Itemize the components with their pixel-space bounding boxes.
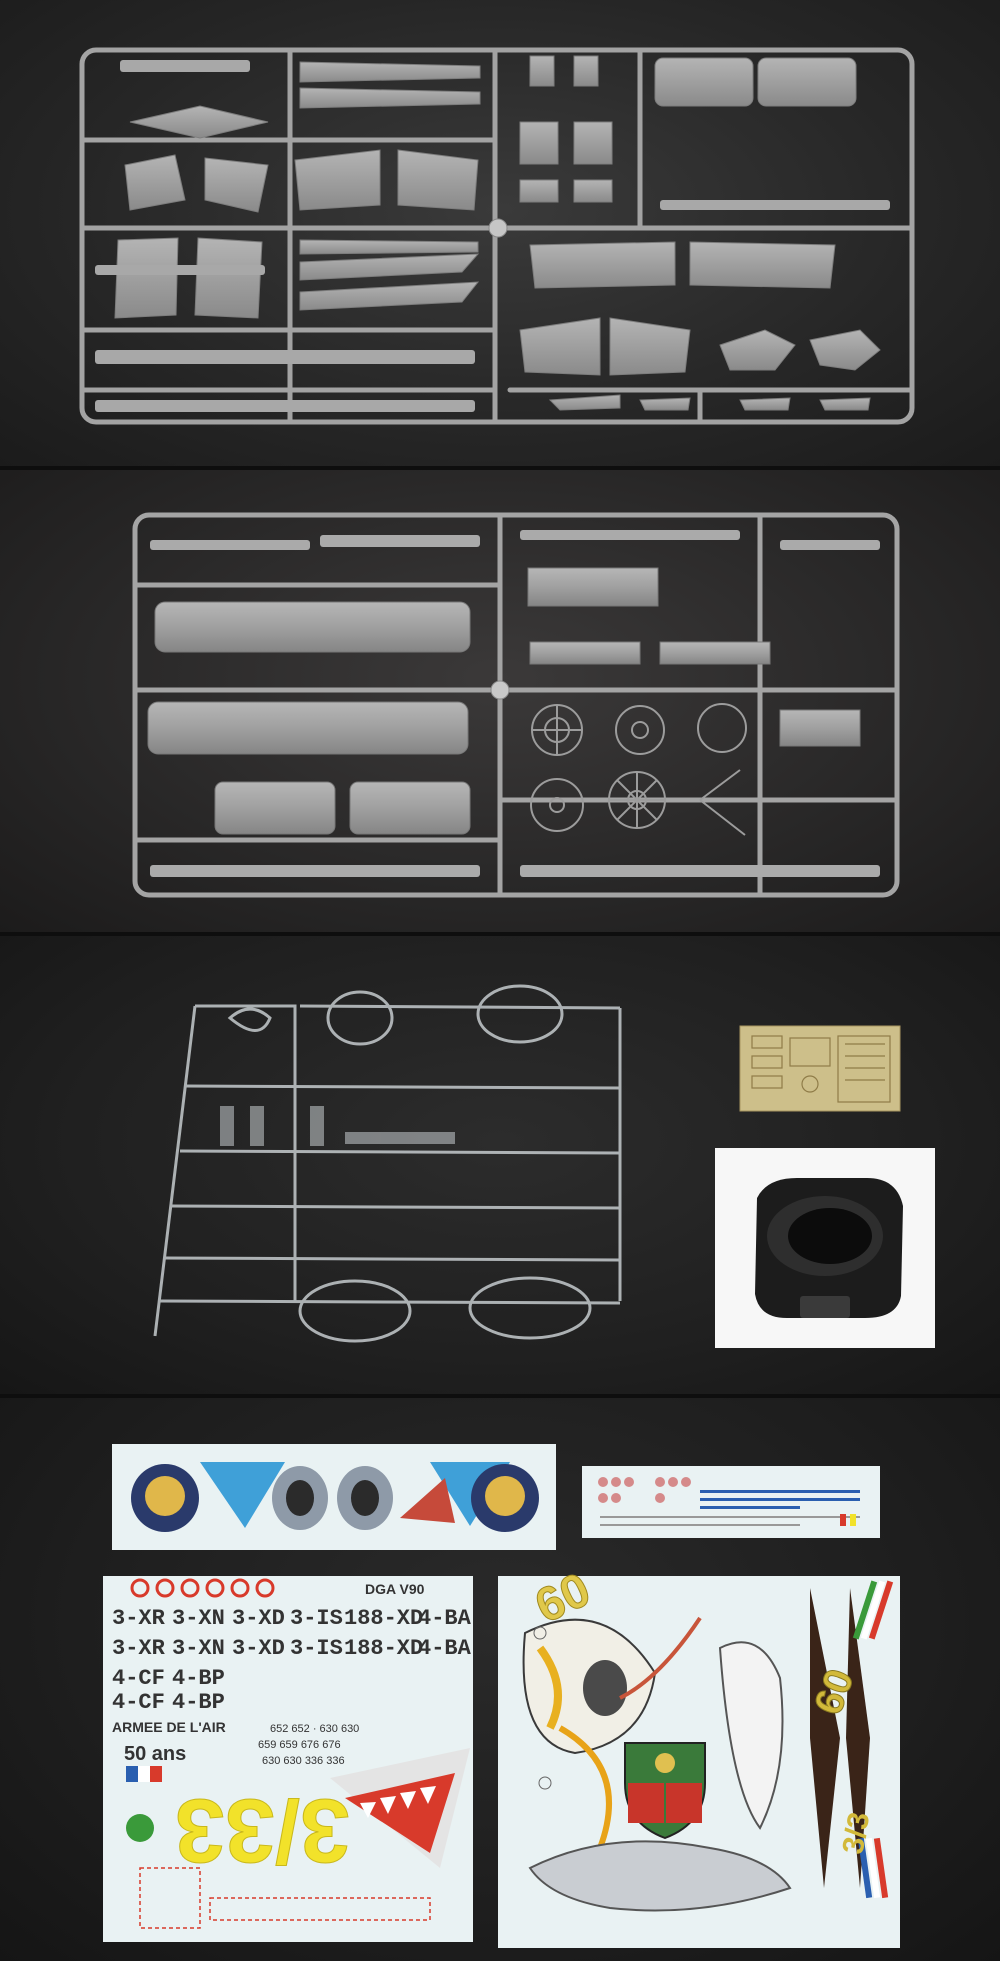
panel-divider <box>0 466 1000 470</box>
code-1: 3-XR <box>112 1606 166 1631</box>
sprue-photo-1 <box>0 0 1000 466</box>
sprue-frame-2 <box>132 512 900 898</box>
decal-sheets-photo: DGA V90 3-XR 3-XN 3-XD 3-IS 188-XD 4-BA … <box>0 1398 1000 1961</box>
armee-label: ARMEE DE L'AIR <box>112 1719 226 1735</box>
french-flag-icon <box>126 1766 162 1782</box>
decal-sheet-b <box>582 1466 880 1538</box>
numbers-row-2: 659 659 676 676 <box>258 1739 341 1751</box>
code-7: 3-XR <box>112 1636 166 1661</box>
code-12: 4-BA <box>418 1636 472 1661</box>
numbers-row-3: 630 630 336 336 <box>262 1755 345 1767</box>
code-8: 3-XN <box>172 1636 225 1661</box>
sprue-photo-2 <box>0 470 1000 932</box>
code-10: 3-IS <box>290 1636 343 1661</box>
code-3: 3-XD <box>232 1606 285 1631</box>
clear-parts-photo <box>0 936 1000 1394</box>
code-9: 3-XD <box>232 1636 285 1661</box>
big-squadron-number: 3/33 <box>175 1780 350 1880</box>
code-5: 188-XD <box>344 1606 423 1631</box>
dga-label: DGA V90 <box>365 1581 425 1597</box>
code-6: 4-BA <box>418 1606 472 1631</box>
panel-divider <box>0 932 1000 936</box>
tricolour-stripe <box>852 1580 894 1899</box>
clear-sprue <box>153 984 935 1348</box>
decal-sheet-c: DGA V90 3-XR 3-XN 3-XD 3-IS 188-XD 4-BA … <box>103 1576 473 1942</box>
photo-etch-fret <box>739 1025 901 1112</box>
code-16: 4-BP <box>172 1690 225 1715</box>
panel-divider <box>0 1394 1000 1398</box>
decal-sheet-a <box>112 1444 556 1550</box>
decal-sheets: DGA V90 3-XR 3-XN 3-XD 3-IS 188-XD 4-BA … <box>103 1444 900 1948</box>
code-13: 4-CF <box>112 1666 165 1691</box>
decal-sheet-d: 60 60 3/3 <box>498 1563 900 1948</box>
sheet-d-unit: 3/3 <box>837 1810 877 1857</box>
sprue-frame-1 <box>79 47 915 425</box>
code-14: 4-BP <box>172 1666 225 1691</box>
resin-exhaust-part <box>715 1148 935 1348</box>
numbers-row-1: 652 652 · 630 630 <box>270 1723 359 1735</box>
code-15: 4-CF <box>112 1690 165 1715</box>
ans-label: 50 ans <box>124 1743 186 1765</box>
code-11: 188-XD <box>344 1636 423 1661</box>
code-2: 3-XN <box>172 1606 225 1631</box>
code-4: 3-IS <box>290 1606 343 1631</box>
